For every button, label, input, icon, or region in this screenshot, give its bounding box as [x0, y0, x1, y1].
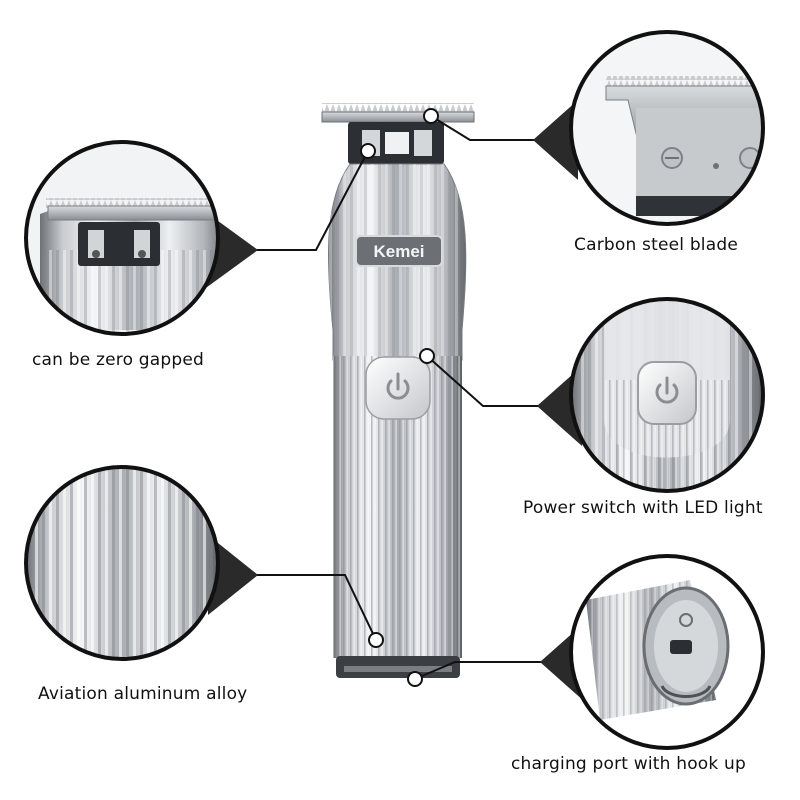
- brand-plate: [355, 235, 443, 267]
- callout-alloy-zoom: [24, 465, 220, 661]
- caption-aluminum-alloy: Aviation aluminum alloy: [38, 684, 248, 704]
- power-icon: [386, 372, 410, 400]
- callout-port-zoom: [569, 554, 765, 750]
- caption-carbon-steel-blade: Carbon steel blade: [574, 235, 738, 255]
- caption-power-switch: Power switch with LED light: [523, 498, 763, 518]
- zoom-ring: [24, 140, 220, 336]
- trimmer-illustration: Kemei: [321, 103, 475, 678]
- leader-alloy: [250, 574, 377, 641]
- leader-blade: [430, 115, 534, 141]
- caption-zero-gapped: can be zero gapped: [32, 350, 205, 370]
- zoom-ring: [569, 297, 765, 493]
- callout-zero-gap-zoom: [24, 140, 220, 336]
- brand-logo: Kemei: [373, 242, 424, 261]
- callout-blade-zoom: [569, 30, 765, 226]
- zoom-ring: [569, 30, 765, 226]
- zoom-ring: [569, 554, 765, 750]
- zoom-ring: [24, 465, 220, 661]
- anchor-dots: [360, 108, 439, 687]
- caption-charging-port: charging port with hook up: [511, 754, 747, 774]
- blade-bar: [321, 111, 475, 123]
- callout-power-zoom: [569, 297, 765, 493]
- leader-power: [426, 355, 540, 407]
- leader-port: [414, 661, 545, 680]
